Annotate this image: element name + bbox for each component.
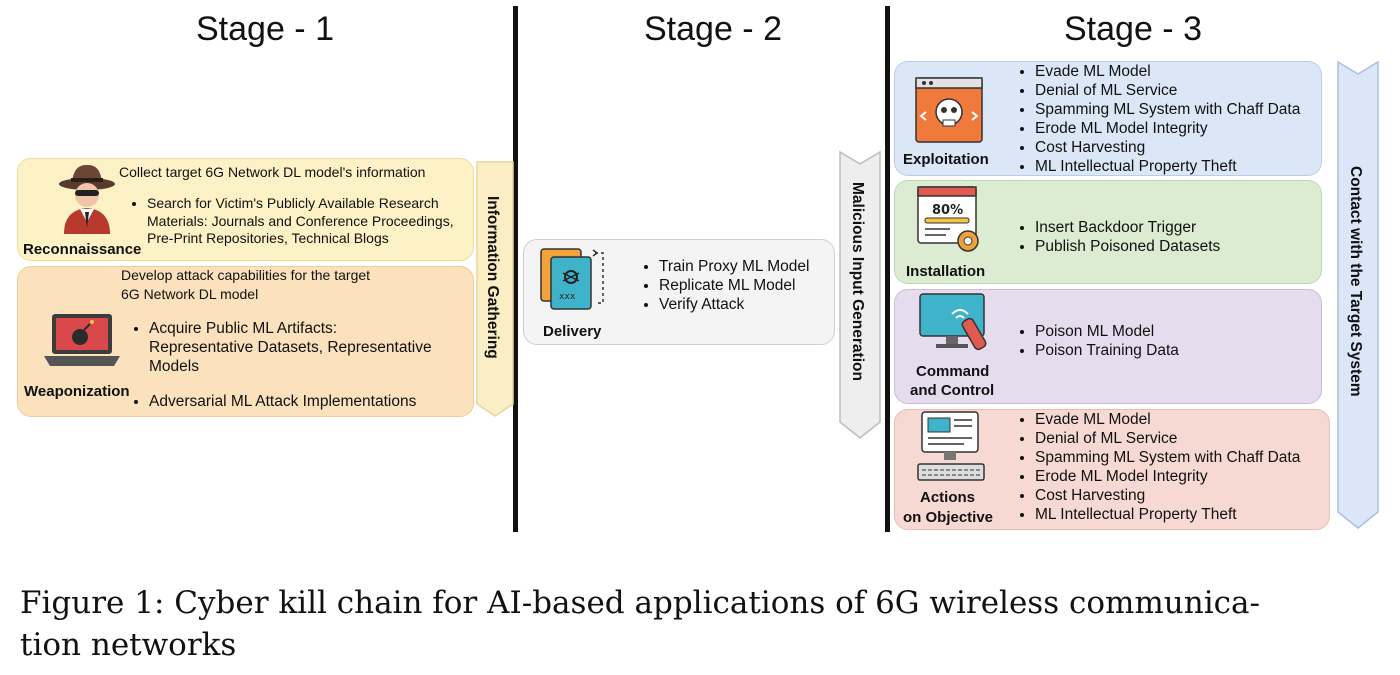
- reconnaissance-label: Reconnaissance: [23, 241, 142, 258]
- laptop-bomb-icon: [44, 314, 120, 366]
- weaponization-bullets: Acquire Public ML Artifacts: Representat…: [131, 319, 432, 376]
- list-item: Representative Datasets, Representative: [149, 339, 432, 356]
- weaponization-heading-1: Develop attack capabilities for the targ…: [121, 267, 371, 283]
- list-item: Pre-Print Repositories, Technical Blogs: [147, 230, 389, 246]
- list-item: Search for Victim's Publicly Available R…: [147, 195, 454, 213]
- list-item: ML Intellectual Property Theft: [1035, 505, 1300, 524]
- list-item: Evade ML Model: [1035, 410, 1300, 429]
- list-item: Poison ML Model: [1035, 322, 1179, 341]
- installation-bullets: Insert Backdoor Trigger Publish Poisoned…: [1017, 218, 1220, 256]
- actions-label-line-1: Actions: [920, 489, 976, 506]
- computer-keyboard-icon: [917, 411, 985, 481]
- information-gathering-arrow: [476, 161, 514, 417]
- list-item: Erode ML Model Integrity: [1035, 119, 1300, 138]
- hacker-icon: [59, 164, 115, 234]
- weaponization-label: Weaponization: [24, 383, 130, 400]
- list-item: Poison Training Data: [1035, 341, 1179, 360]
- list-item: Erode ML Model Integrity: [1035, 467, 1300, 486]
- caption-line-1: Figure 1: Cyber kill chain for AI-based …: [20, 585, 1260, 621]
- exploit-skull-icon: [915, 77, 983, 143]
- list-item: Spamming ML System with Chaff Data: [1035, 100, 1300, 119]
- installation-label: Installation: [906, 263, 986, 280]
- information-gathering-label: Information Gathering: [484, 196, 501, 359]
- delivery-documents-icon: xxx: [540, 248, 604, 310]
- list-item: Train Proxy ML Model: [659, 257, 809, 276]
- weaponization-bullet-2: Adversarial ML Attack Implementations: [131, 392, 416, 411]
- stage-2-title: Stage - 2: [644, 10, 782, 48]
- exploitation-bullets: Evade ML Model Denial of ML Service Spam…: [1017, 62, 1300, 176]
- stage-divider-1: [513, 6, 518, 532]
- list-item: Cost Harvesting: [1035, 138, 1300, 157]
- exploitation-label: Exploitation: [903, 151, 989, 168]
- weaponization-heading-2: 6G Network DL model: [121, 286, 259, 302]
- list-item: Denial of ML Service: [1035, 429, 1300, 448]
- stage-divider-2: [885, 6, 890, 532]
- stage-3-title: Stage - 3: [1064, 10, 1202, 48]
- svg-text:xxx: xxx: [559, 292, 576, 302]
- caption-line-2: tion networks: [20, 627, 237, 663]
- list-item: Materials: Journals and Conference Proce…: [147, 212, 454, 229]
- list-item: Denial of ML Service: [1035, 81, 1300, 100]
- list-item: Adversarial ML Attack Implementations: [149, 392, 416, 411]
- monitor-remote-icon: [919, 293, 987, 351]
- list-item: Spamming ML System with Chaff Data: [1035, 448, 1300, 467]
- actions-label-line-2: on Objective: [903, 509, 994, 526]
- malicious-input-arrow: [839, 150, 881, 439]
- command-label-line-2: and Control: [910, 382, 995, 399]
- contact-target-label: Contact with the Target System: [1347, 166, 1364, 397]
- installation-icon-text: 80%: [932, 203, 963, 218]
- reconnaissance-bullets: Search for Victim's Publicly Available R…: [129, 195, 454, 248]
- command-label-line-1: Command: [916, 363, 990, 380]
- list-item: Replicate ML Model: [659, 276, 809, 295]
- list-item: Insert Backdoor Trigger: [1035, 218, 1220, 237]
- list-item: Verify Attack: [659, 295, 809, 314]
- list-item: Acquire Public ML Artifacts:: [149, 319, 432, 338]
- command-bullets: Poison ML Model Poison Training Data: [1017, 322, 1179, 360]
- figure-caption: Figure 1: Cyber kill chain for AI-based …: [20, 582, 1380, 666]
- installation-progress-icon: 80%: [917, 186, 979, 252]
- list-item: Models: [149, 358, 199, 375]
- actions-bullets: Evade ML Model Denial of ML Service Spam…: [1017, 410, 1300, 524]
- delivery-label: Delivery: [543, 323, 602, 340]
- malicious-input-label: Malicious Input Generation: [849, 182, 866, 381]
- delivery-bullets: Train Proxy ML Model Replicate ML Model …: [641, 257, 809, 314]
- list-item: Evade ML Model: [1035, 62, 1300, 81]
- contact-target-arrow: [1337, 60, 1379, 529]
- list-item: Publish Poisoned Datasets: [1035, 237, 1220, 256]
- list-item: ML Intellectual Property Theft: [1035, 157, 1300, 176]
- list-item: Cost Harvesting: [1035, 486, 1300, 505]
- stage-1-title: Stage - 1: [196, 10, 334, 48]
- reconnaissance-heading: Collect target 6G Network DL model's inf…: [119, 164, 426, 180]
